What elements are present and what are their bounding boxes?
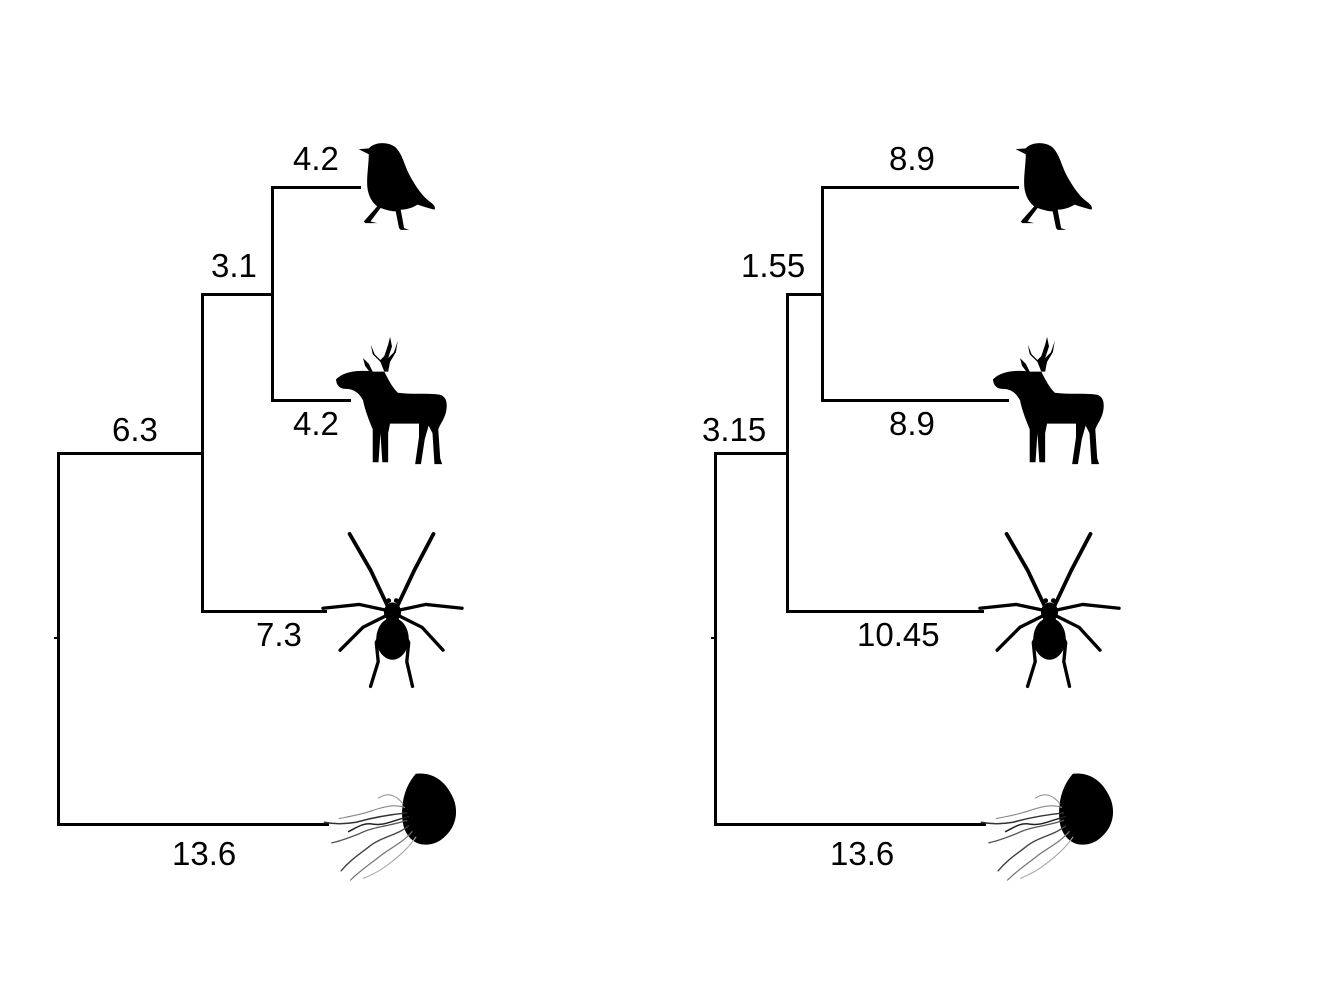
left-branch-inner — [201, 293, 273, 296]
right-root-vertical-branch — [714, 452, 717, 826]
left-label-mid: 6.3 — [112, 411, 158, 448]
right-label-deer: 8.9 — [889, 405, 935, 442]
left-branch-bird — [271, 186, 361, 189]
left-label-inner: 3.1 — [211, 247, 257, 284]
right-inner-vertical-branch — [821, 186, 824, 401]
spider-icon — [977, 532, 1122, 694]
left-branch-jellyfish — [57, 823, 329, 826]
right-label-spider: 10.45 — [857, 616, 940, 653]
jellyfish-icon — [977, 770, 1122, 882]
deer-icon — [991, 333, 1107, 468]
left-root-tick — [54, 637, 60, 639]
left-inner-vertical-branch — [271, 186, 274, 401]
left-root-vertical-branch — [57, 452, 60, 826]
right-label-mid: 3.15 — [702, 411, 767, 448]
left-label-spider: 7.3 — [256, 616, 302, 653]
right-mid-vertical-branch — [786, 293, 789, 613]
right-branch-spider — [786, 610, 984, 613]
right-label-jellyfish: 13.6 — [830, 835, 895, 872]
right-root-tick — [711, 637, 717, 639]
left-branch-mid — [57, 452, 203, 455]
right-label-inner: 1.55 — [741, 247, 806, 284]
left-branch-deer — [271, 399, 351, 402]
left-label-bird: 4.2 — [293, 140, 339, 177]
bird-icon — [1009, 134, 1093, 240]
left-label-jellyfish: 13.6 — [172, 835, 237, 872]
left-mid-vertical-branch — [201, 293, 204, 613]
right-label-bird: 8.9 — [889, 140, 935, 177]
left-label-deer: 4.2 — [293, 405, 339, 442]
right-branch-inner — [786, 293, 824, 296]
right-branch-mid — [714, 452, 789, 455]
left-branch-spider — [201, 610, 327, 613]
right-branch-deer — [821, 399, 1009, 402]
right-branch-bird — [821, 186, 1019, 189]
right-branch-jellyfish — [714, 823, 986, 826]
